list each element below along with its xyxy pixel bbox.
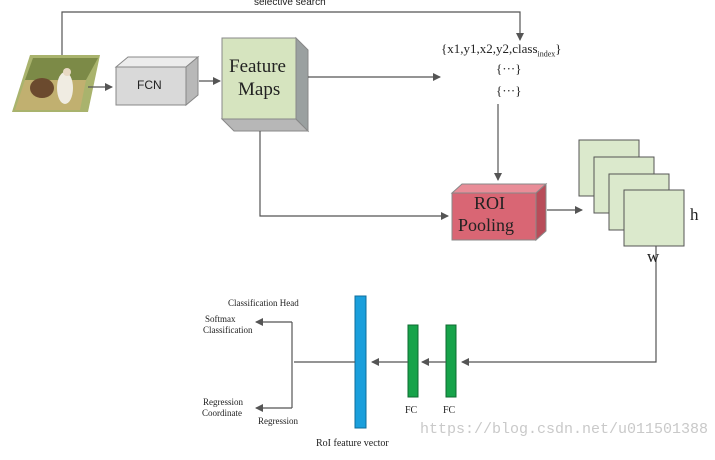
proposal-coords-subscript: index <box>537 49 556 59</box>
selective-search-arrow <box>61 11 524 55</box>
softmax-label-line2: Classification <box>203 325 253 335</box>
proposal-dots-2: {···} <box>496 83 522 98</box>
fcn-box <box>114 55 200 107</box>
roi-label-line2: Pooling <box>458 215 515 235</box>
softmax-label-line1: Softmax <box>205 314 236 324</box>
dimension-h-label: h <box>690 205 699 224</box>
regression-coordinate-line1: Regression <box>203 397 243 407</box>
fc-label-1: FC <box>405 405 418 416</box>
feature-maps-box <box>220 36 310 133</box>
fc-bar-1 <box>407 324 419 398</box>
regression-coordinate-line2: Coordinate <box>202 408 242 418</box>
fc-label-2: FC <box>443 405 456 416</box>
watermark-url: https://blog.csdn.net/u011501388 <box>420 421 709 438</box>
roi-pooling-box <box>450 182 548 242</box>
roi-feature-vector-label: RoI feature vector <box>316 438 389 449</box>
proposal-coords-close: } <box>555 41 562 56</box>
features-to-fc-arrow <box>461 246 657 366</box>
featuremaps-to-roi-arrow <box>259 131 449 220</box>
selective-search-label: selective search <box>254 0 326 8</box>
regression-label: Regression <box>258 416 298 426</box>
proposal-dots-1: {···} <box>496 61 522 76</box>
feature-maps-label-line2: Maps <box>238 79 281 100</box>
roi-feature-vector-bar <box>354 295 367 429</box>
roi-label-line1: ROI <box>474 193 505 213</box>
fcn-label: FCN <box>137 78 162 92</box>
fc-bar-2 <box>445 324 457 398</box>
feature-maps-label-line1: Feature <box>229 56 286 77</box>
proposal-coords-main: {x1,y1,x2,y2,class <box>441 41 538 56</box>
pooled-feature-stack <box>578 139 685 247</box>
proposal-coords-label: {x1,y1,x2,y2,classindex} <box>441 41 562 59</box>
input-image <box>12 55 100 112</box>
dimension-w-label: w <box>647 247 660 266</box>
classification-head-label: Classification Head <box>228 298 299 308</box>
